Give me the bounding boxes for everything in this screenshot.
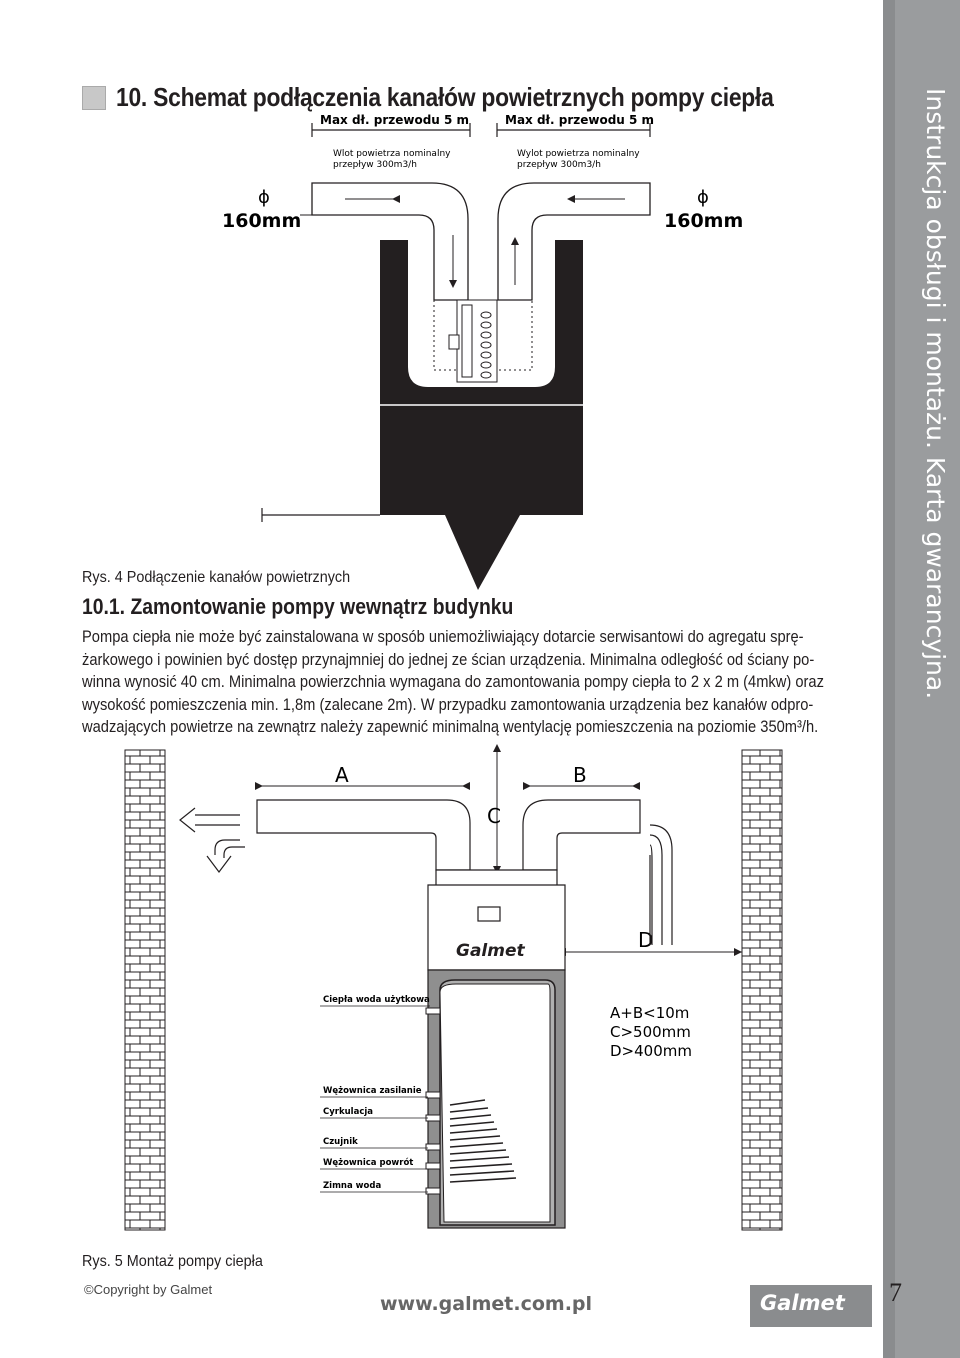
diameter-left: 160mm: [222, 210, 301, 232]
inlet-label-2: przepływ 300m3/h: [333, 160, 417, 170]
dimension-a: A: [335, 763, 349, 787]
sidebar-band-inner: [895, 0, 960, 1358]
unit-brand-logo: Galmet: [456, 941, 525, 961]
diameter-right: 160mm: [664, 210, 743, 232]
callout-hot-water: Ciepła woda użytkowa: [323, 995, 430, 1005]
footer-logo-box: [750, 1285, 872, 1327]
installation-diagram: A B C D Galmet: [124, 744, 783, 1231]
callout-coil-supply: Wężownica zasilanie: [323, 1086, 422, 1096]
section-bullet-icon: [82, 86, 106, 110]
condition-ab: A+B<10m: [610, 1004, 689, 1022]
paragraph-line: Pompa ciepła nie może być zainstalowana …: [82, 628, 804, 646]
callout-cold-water: Zimna woda: [323, 1181, 381, 1191]
dimension-d: D: [638, 928, 653, 952]
paragraph-line: żarkowego i powinien być dostęp przynajm…: [82, 650, 815, 669]
callout-coil-return: Wężownica powrót: [323, 1157, 413, 1168]
callout-sensor: Czujnik: [323, 1137, 358, 1147]
section-paragraph: Pompa ciepła nie może być zainstalowana …: [82, 626, 872, 739]
paragraph-line: wysokość pomieszczenia min. 1,8m (zaleca…: [82, 695, 814, 714]
page-number: 7: [889, 1278, 902, 1307]
outlet-label-2: przepływ 300m3/h: [517, 160, 601, 170]
inlet-label-1: Wlot powietrza nominalny: [333, 149, 451, 159]
figure-4-caption: Rys. 4 Podłączenie kanałów powietrznych: [82, 569, 351, 586]
website-link[interactable]: www.galmet.com.pl: [380, 1293, 593, 1315]
dimension-b: B: [573, 763, 587, 787]
sidebar-title: Instrukcja obsługi i montażu. Karta gwar…: [921, 88, 950, 700]
condition-c: C>500mm: [610, 1023, 691, 1041]
max-length-left: Max dł. przewodu 5 m: [320, 113, 469, 127]
figure-5-caption: Rys. 5 Montaż pompy ciepła: [82, 1253, 263, 1270]
callout-circulation: Cyrkulacja: [323, 1107, 373, 1117]
phi-left: ϕ: [258, 187, 270, 208]
phi-right: ϕ: [697, 187, 709, 208]
footer-logo: Galmet: [760, 1291, 845, 1315]
section-title: 10.1. Zamontowanie pompy wewnątrz budynk…: [82, 594, 514, 619]
copyright: ©Copyright by Galmet: [84, 1282, 213, 1297]
paragraph-line: winna wynosić 40 cm. Minimalna powierzch…: [82, 673, 824, 691]
max-length-right: Max dł. przewodu 5 m: [505, 113, 654, 127]
air-duct-diagram: Max dł. przewodu 5 m Max dł. przewodu 5 …: [222, 113, 743, 590]
condition-d: D>400mm: [610, 1042, 692, 1060]
paragraph-line: wadzających powietrze na zewnątrz należy…: [82, 718, 819, 736]
outlet-label-1: Wylot powietrza nominalny: [517, 149, 640, 159]
page-title: 10. Schemat podłączenia kanałów powietrz…: [116, 82, 774, 112]
dimension-c: C: [487, 804, 501, 828]
